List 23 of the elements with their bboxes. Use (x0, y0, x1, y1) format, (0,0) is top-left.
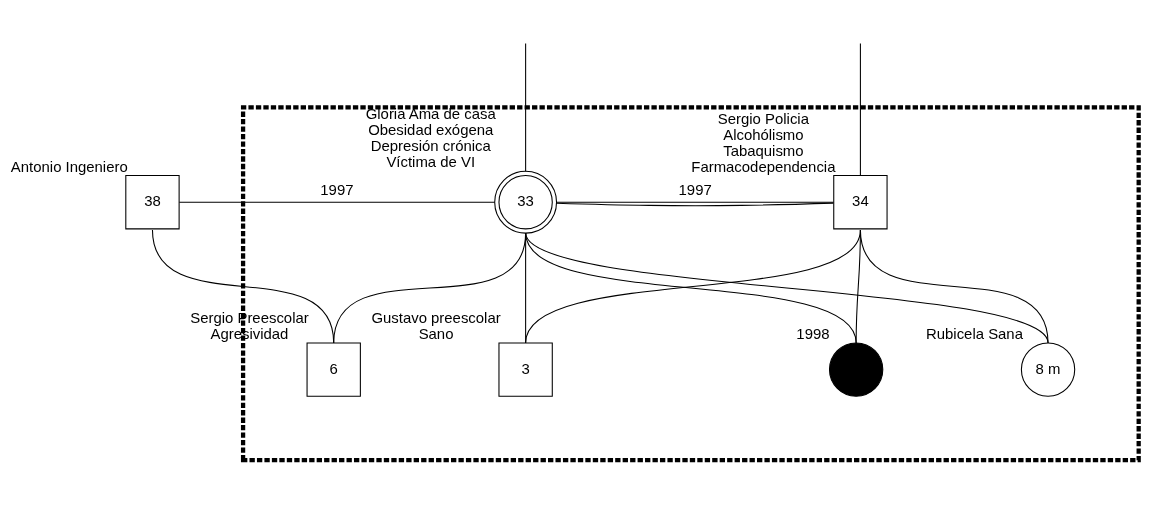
node-label: Rubicela Sana (926, 324, 1023, 342)
node-box: 3 (498, 341, 553, 397)
connector (525, 232, 1049, 343)
connector (859, 42, 861, 176)
node-box: 38 (125, 174, 180, 229)
node-label: Sergio Policia Alcohólismo Tabaquismo Farmacodependencia (691, 109, 836, 174)
connector (556, 201, 834, 203)
node-label: Gloria Ama de casa Obesidad exógena Depresión crónica Víctima de VI (365, 104, 496, 170)
connector (151, 228, 335, 343)
node-circle: 8 m (1020, 341, 1076, 397)
node-circle: 33 (494, 170, 558, 234)
edge-label: 1997 (678, 180, 712, 198)
connector (556, 202, 834, 206)
connector (525, 42, 527, 172)
node-label: 1998 (796, 324, 830, 342)
node-box: 6 (306, 341, 361, 397)
node-circle (828, 341, 884, 397)
node-label: Gustavo preescolar Sano (371, 308, 501, 342)
edge-label: 1997 (320, 180, 354, 198)
node-label: Antonio Ingeniero (10, 156, 128, 174)
connector (859, 228, 1049, 343)
node-box: 34 (833, 174, 888, 229)
connector (178, 201, 496, 203)
